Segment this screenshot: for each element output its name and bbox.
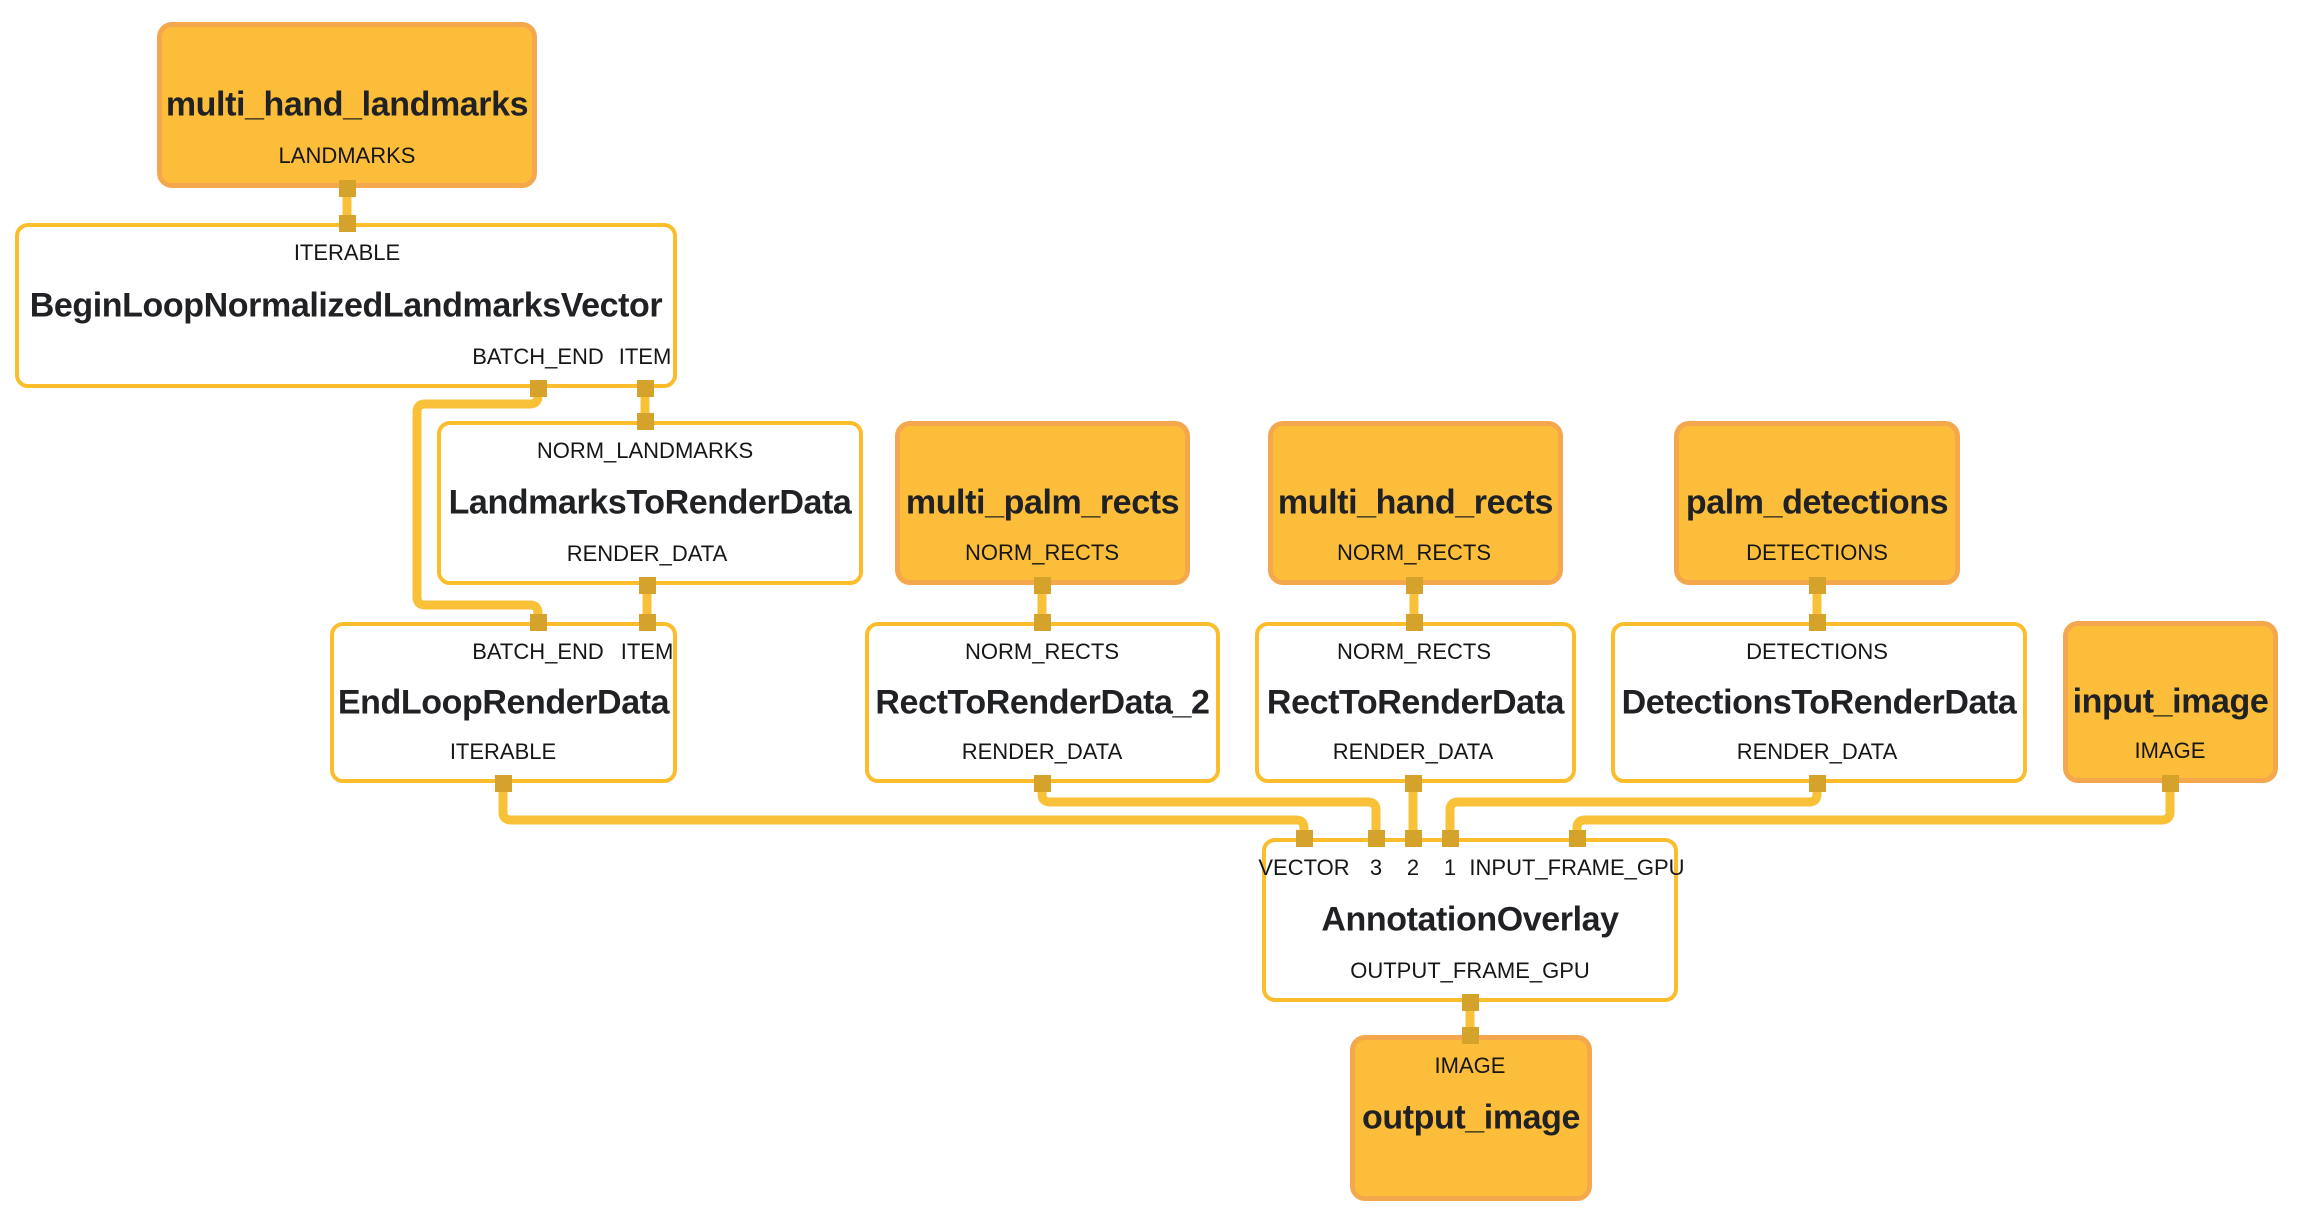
- port-label-RENDER_DATA: RENDER_DATA: [566, 541, 728, 566]
- port-label-DETECTIONS: DETECTIONS: [1746, 639, 1888, 664]
- port-label-ITERABLE: ITERABLE: [293, 240, 401, 265]
- node-BeginLoopNormalizedLandmarksVector[interactable]: BeginLoopNormalizedLandmarksVector ITERAB…: [15, 223, 677, 388]
- port-label-DETECTIONS: DETECTIONS: [1746, 540, 1888, 565]
- node-title: palm_detections: [1685, 483, 1949, 522]
- port-label-LANDMARKS: LANDMARKS: [278, 143, 416, 168]
- node-EndLoopRenderData[interactable]: EndLoopRenderData BATCH_END ITEM ITERABLE: [330, 622, 677, 783]
- node-title: LandmarksToRenderData: [448, 483, 852, 522]
- port-label-VECTOR: VECTOR: [1258, 855, 1350, 880]
- node-title: multi_hand_landmarks: [165, 85, 529, 124]
- port-label-NORM_RECTS: NORM_RECTS: [1336, 540, 1492, 565]
- node-DetectionsToRenderData[interactable]: DetectionsToRenderData DETECTIONS RENDER_D…: [1611, 622, 2027, 783]
- port-label-BATCH_END: BATCH_END: [472, 344, 604, 369]
- node-RectToRenderData[interactable]: RectToRenderData NORM_RECTS RENDER_DATA: [1255, 622, 1576, 783]
- port-label-RENDER_DATA: RENDER_DATA: [1332, 739, 1494, 764]
- node-title: multi_hand_rects: [1277, 483, 1554, 522]
- node-title: DetectionsToRenderData: [1621, 683, 2017, 721]
- port-label-RENDER_DATA: RENDER_DATA: [961, 739, 1123, 764]
- port-label-3: 3: [1369, 855, 1383, 880]
- node-title: input_image: [2072, 682, 2269, 721]
- node-title: EndLoopRenderData: [337, 683, 670, 721]
- port-label-ITEM: ITEM: [620, 639, 674, 664]
- port-label-NORM_RECTS: NORM_RECTS: [964, 540, 1120, 565]
- node-LandmarksToRenderData[interactable]: LandmarksToRenderData NORM_LANDMARKS RENDE…: [437, 421, 863, 585]
- node-title: AnnotationOverlay: [1321, 900, 1619, 939]
- port-label-BATCH_END: BATCH_END: [472, 639, 604, 664]
- port-label-IMAGE: IMAGE: [1434, 1053, 1506, 1078]
- port-label-ITEM: ITEM: [618, 344, 672, 369]
- port-label-NORM_LANDMARKS: NORM_LANDMARKS: [536, 438, 754, 463]
- port-label-IMAGE: IMAGE: [2134, 738, 2206, 763]
- node-output_image[interactable]: output_image IMAGE: [1350, 1035, 1592, 1201]
- port-label-NORM_RECTS: NORM_RECTS: [1336, 639, 1492, 664]
- node-RectToRenderData_2[interactable]: RectToRenderData_2 NORM_RECTS RENDER_DATA: [865, 622, 1220, 783]
- port-label-1: 1: [1443, 855, 1457, 880]
- node-title: RectToRenderData_2: [875, 683, 1210, 721]
- port-label-ITERABLE: ITERABLE: [449, 739, 557, 764]
- port-label-2: 2: [1406, 855, 1420, 880]
- node-title: RectToRenderData: [1266, 683, 1565, 721]
- port-label-INPUT_FRAME_GPU: INPUT_FRAME_GPU: [1469, 855, 1685, 880]
- port-label-OUTPUT_FRAME_GPU: OUTPUT_FRAME_GPU: [1350, 958, 1590, 983]
- port-label-RENDER_DATA: RENDER_DATA: [1736, 739, 1898, 764]
- node-title: output_image: [1361, 1098, 1581, 1137]
- node-title: multi_palm_rects: [905, 483, 1180, 522]
- node-title: BeginLoopNormalizedLandmarksVector: [29, 286, 663, 324]
- port-label-NORM_RECTS: NORM_RECTS: [964, 639, 1120, 664]
